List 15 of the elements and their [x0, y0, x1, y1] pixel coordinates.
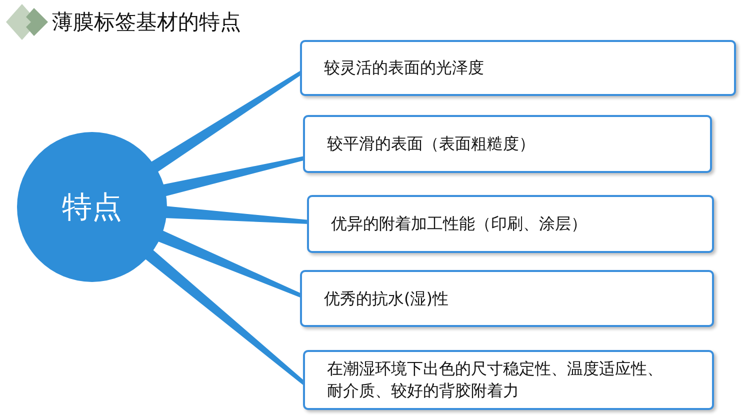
- feature-text: 优异的附着加工性能（印刷、涂层）: [331, 213, 587, 235]
- feature-text: 优秀的抗水(湿)性: [324, 288, 448, 310]
- feature-box: [300, 270, 714, 327]
- connector-line: [156, 230, 303, 298]
- feature-box: [307, 195, 714, 253]
- feature-text: 较平滑的表面（表面粗糙度）: [327, 133, 535, 155]
- connector-line: [164, 206, 310, 224]
- feature-box: [303, 115, 712, 173]
- feature-box: [303, 350, 714, 410]
- feature-box: [300, 40, 736, 96]
- feature-text: 较灵活的表面的光泽度: [324, 57, 484, 79]
- title: 薄膜标签基材的特点: [52, 9, 241, 36]
- topic-label: 特点: [62, 188, 122, 226]
- connector-line: [162, 156, 306, 196]
- feature-text: 在潮湿环境下出色的尺寸稳定性、温度适应性、耐介质、较好的背胶附着力: [327, 358, 664, 402]
